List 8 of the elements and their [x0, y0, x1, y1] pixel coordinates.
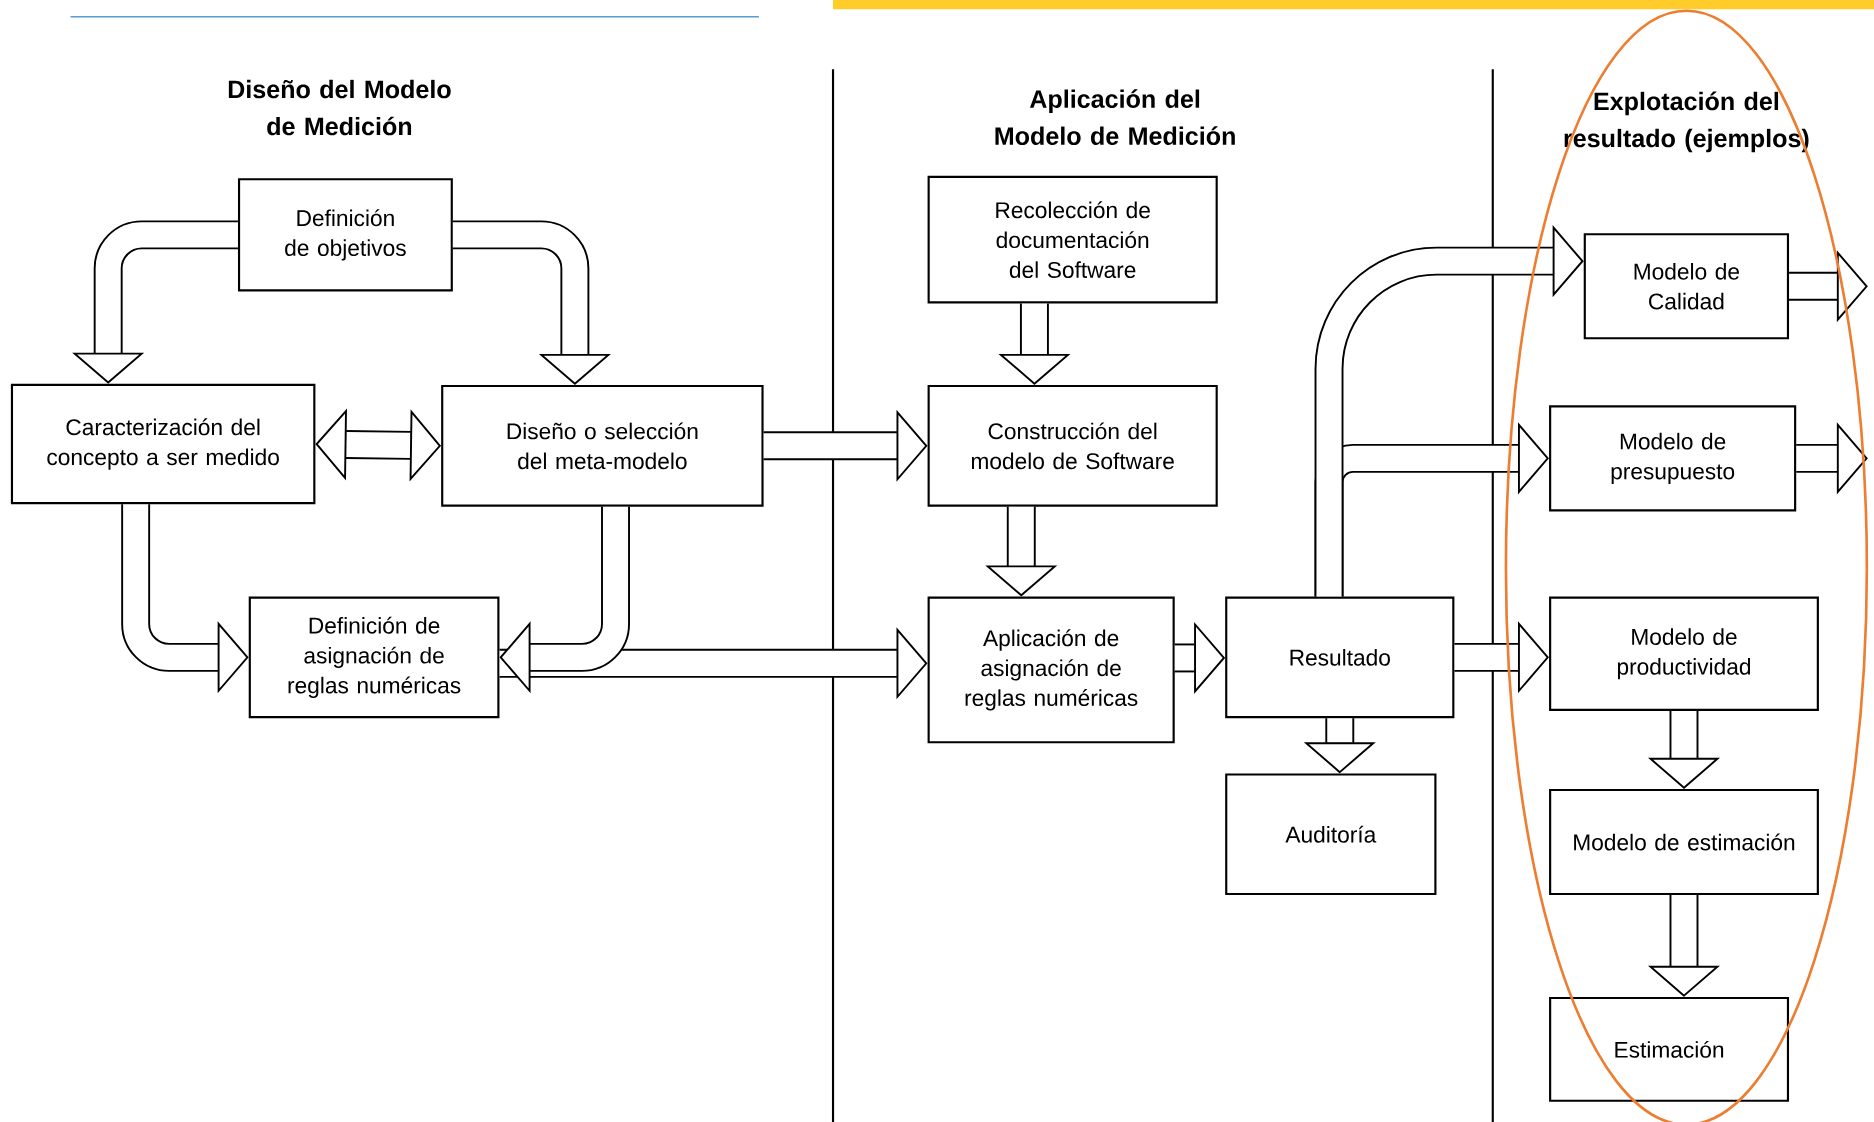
process-box: Aplicación de asignación de reglas numéricas	[927, 596, 1175, 744]
block-arrow	[499, 506, 630, 694]
block-arrow	[452, 220, 611, 385]
process-box: Recolección de documentación del Software	[927, 175, 1218, 304]
process-box: Definición de objetivos	[237, 178, 453, 292]
column-heading: Diseño del Modelo de Medición	[228, 79, 451, 136]
block-arrow	[1314, 225, 1584, 597]
column-heading: Aplicación del Modelo de Medición	[995, 89, 1235, 145]
